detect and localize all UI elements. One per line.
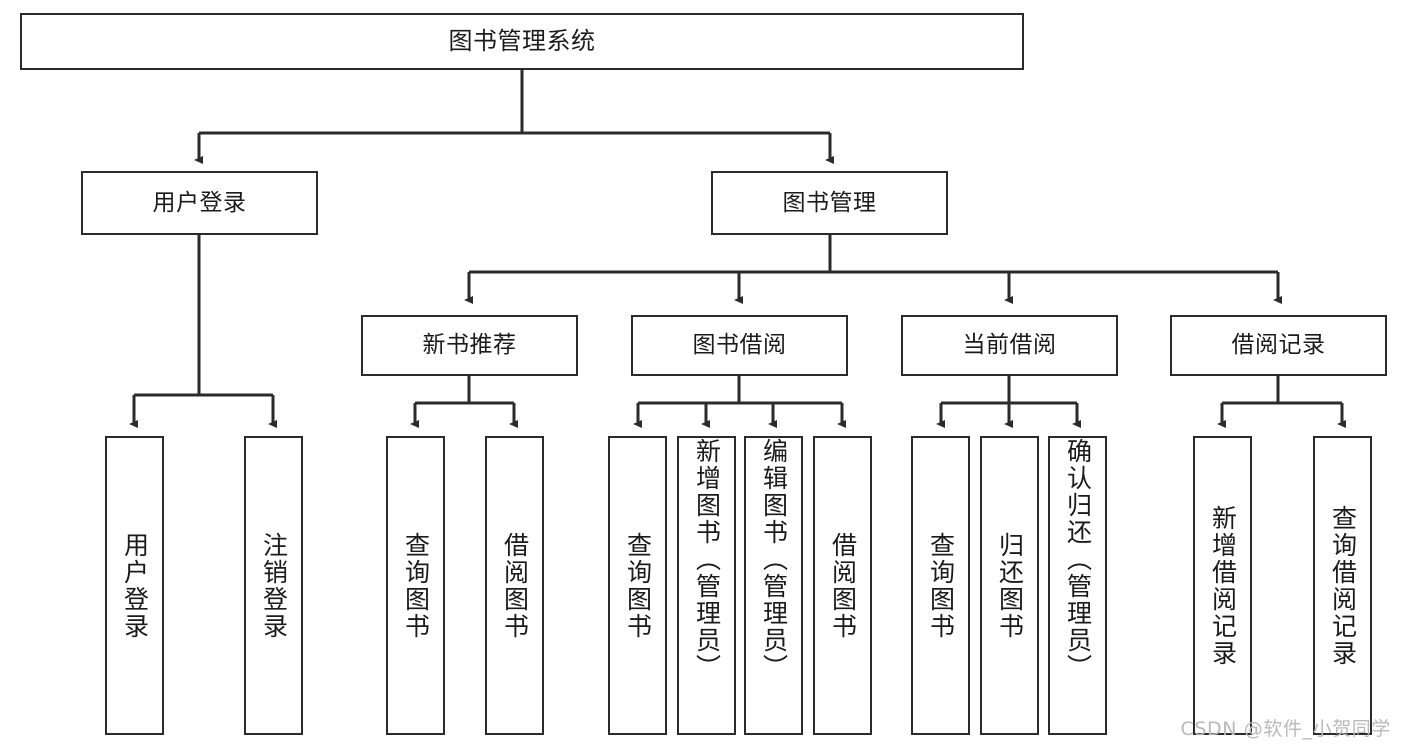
leaf-edit-book-admin[interactable]: 编辑图书（管理员）	[744, 436, 803, 735]
leaf-return-book[interactable]: 归还图书	[980, 436, 1039, 735]
node-label: 图书借阅	[692, 332, 787, 359]
node-label: 当前借阅	[962, 332, 1057, 359]
leaf-query-book-3[interactable]: 查询图书	[911, 436, 970, 735]
leaf-borrow-book-2[interactable]: 借阅图书	[813, 436, 872, 735]
node-label: 查询图书	[926, 531, 956, 640]
leaf-query-borrow-record[interactable]: 查询借阅记录	[1313, 436, 1372, 735]
leaf-user-logout-action[interactable]: 注销登录	[244, 436, 303, 735]
node-label: 借阅记录	[1231, 332, 1326, 359]
node-label: 确认归还（管理员）	[1063, 438, 1093, 681]
node-label: 用户登录	[152, 189, 247, 216]
csdn-watermark: CSDN @软件_小贺同学	[1180, 718, 1391, 740]
leaf-add-book-admin[interactable]: 新增图书（管理员）	[677, 436, 736, 735]
node-label: 编辑图书（管理员）	[759, 438, 789, 681]
leaf-query-book-1[interactable]: 查询图书	[386, 436, 445, 735]
node-user-login[interactable]: 用户登录	[81, 171, 318, 235]
leaf-add-borrow-record[interactable]: 新增借阅记录	[1193, 436, 1252, 735]
node-label: 新增借阅记录	[1208, 504, 1238, 667]
node-root-book-management-system[interactable]: 图书管理系统	[20, 13, 1024, 70]
node-label: 查询图书	[623, 531, 653, 640]
leaf-confirm-return-admin[interactable]: 确认归还（管理员）	[1048, 436, 1107, 735]
node-current-borrow[interactable]: 当前借阅	[901, 315, 1118, 376]
leaf-user-login-action[interactable]: 用户登录	[105, 436, 164, 735]
node-book-borrow[interactable]: 图书借阅	[631, 315, 848, 376]
node-book-management[interactable]: 图书管理	[711, 171, 948, 235]
node-label: 用户登录	[120, 531, 150, 640]
node-label: 查询借阅记录	[1328, 504, 1358, 667]
node-label: 图书管理	[782, 189, 877, 216]
node-label: 新书推荐	[422, 332, 517, 359]
node-new-book-recommend[interactable]: 新书推荐	[361, 315, 578, 376]
node-borrow-record[interactable]: 借阅记录	[1170, 315, 1387, 376]
leaf-borrow-book-1[interactable]: 借阅图书	[485, 436, 544, 735]
node-label: 注销登录	[259, 531, 289, 640]
node-label: 归还图书	[995, 531, 1025, 640]
node-label: 借阅图书	[500, 531, 530, 640]
node-label: 查询图书	[401, 531, 431, 640]
leaf-query-book-2[interactable]: 查询图书	[608, 436, 667, 735]
node-label: 图书管理系统	[448, 26, 596, 55]
node-label: 新增图书（管理员）	[692, 438, 722, 681]
node-label: 借阅图书	[828, 531, 858, 640]
